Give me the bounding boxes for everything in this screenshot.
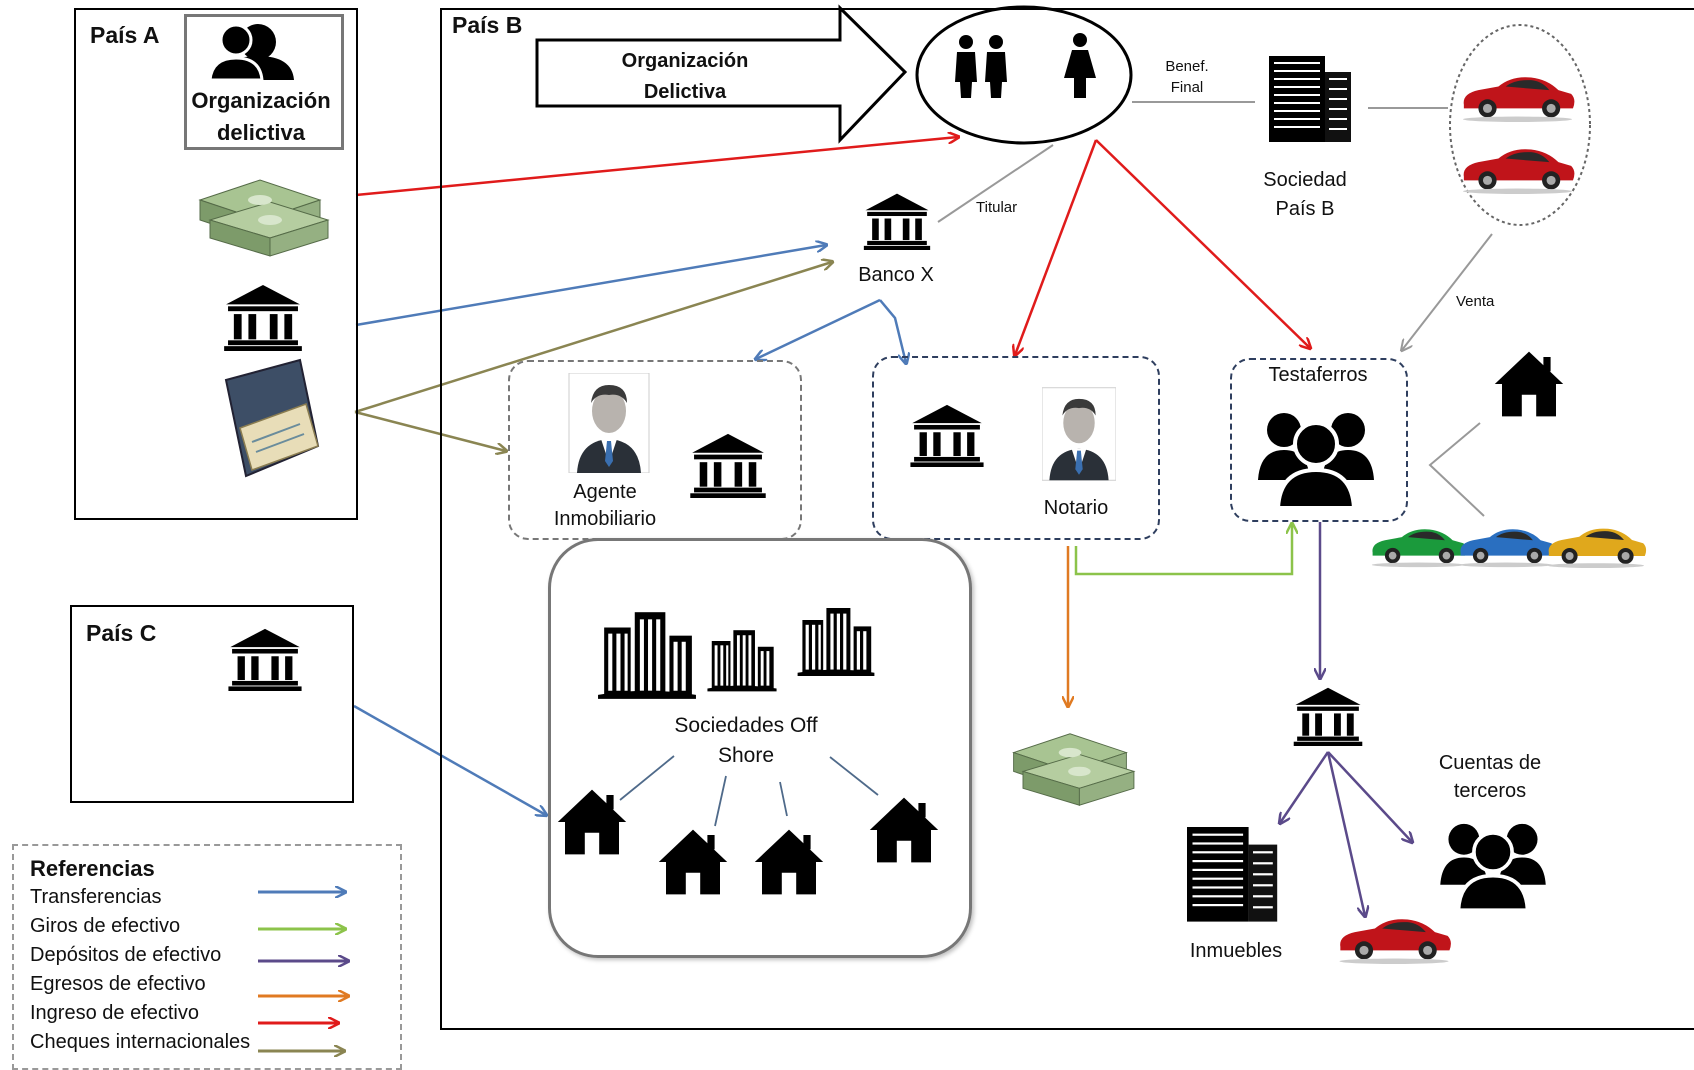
legend-title: Referencias	[30, 856, 155, 881]
legend-item-transferencias: Transferencias	[30, 886, 162, 908]
arrow-org-to-notario	[1015, 139, 1098, 355]
pais-c-label: País C	[86, 620, 157, 646]
line-offshore-2	[714, 775, 727, 827]
sociedad-label-2: País B	[1275, 198, 1335, 220]
line-offshore-4	[829, 756, 879, 796]
big-arrow-shape	[535, 4, 908, 144]
line-testaferros-to-assets	[1428, 422, 1485, 517]
legend-item-cheques: Cheques internacionales	[30, 1031, 251, 1053]
legend-arrows	[258, 892, 348, 1051]
arrow-banco-x-to-agente	[756, 298, 881, 359]
arrow-notario-to-testaferros	[1074, 524, 1292, 576]
sociedad-label-1: Sociedad	[1263, 169, 1347, 191]
arrow-cars-to-testaferros	[1402, 233, 1493, 350]
testaferros-label: Testaferros	[1268, 364, 1368, 386]
legend-item-ingreso: Ingreso de efectivo	[30, 1002, 199, 1024]
benef-label-2: Final	[1170, 79, 1204, 96]
pais-a-box	[74, 8, 358, 520]
pais-b-box	[440, 8, 1694, 1030]
arrow-bank-to-car	[1326, 751, 1365, 916]
big-arrow-line1: Organización	[621, 50, 749, 72]
checkbook-icon	[224, 358, 320, 478]
legend-item-egresos: Egresos de efectivo	[30, 973, 206, 995]
org-box-line2: delictiva	[216, 120, 306, 145]
notario-label: Notario	[1043, 497, 1109, 519]
cuentas-label-1: Cuentas de	[1438, 752, 1542, 774]
arrow-bank-to-cuentas	[1327, 751, 1412, 842]
venta-label: Venta	[1456, 293, 1495, 310]
notario-group	[872, 356, 1160, 540]
arrow-bank-to-inmuebles	[1280, 751, 1330, 823]
arrow-money-to-org	[355, 137, 958, 197]
titular-label: Titular	[976, 199, 1018, 216]
woman-icon	[1064, 33, 1096, 98]
arrow-org-to-testaferros	[1095, 139, 1310, 348]
men-icon	[955, 35, 1007, 98]
offshore-label-1: Sociedades Off	[674, 714, 818, 737]
agente-label-1: Agente	[573, 481, 637, 503]
line-offshore-1	[619, 755, 675, 801]
line-offshore-3	[779, 781, 788, 817]
pais-c-box	[70, 605, 354, 803]
agente-label-2: Inmobiliario	[553, 508, 657, 530]
arrow-banco-x-to-notario	[879, 299, 906, 363]
org-box-line1: Organización	[191, 88, 331, 113]
arrow-cheque-to-banco-x	[354, 262, 832, 414]
line-banco-x-to-org	[937, 144, 1054, 223]
arrow-pais-c-to-offshore	[353, 704, 546, 815]
pais-a-label: País A	[90, 22, 160, 48]
offshore-group	[548, 538, 972, 958]
testaferros-group	[1230, 358, 1408, 522]
people-icon	[208, 23, 294, 82]
big-arrow-line2: Delictiva	[643, 81, 727, 103]
arrow-bank-a-to-banco-x	[355, 245, 826, 327]
legend-item-depositos: Depósitos de efectivo	[30, 944, 222, 966]
pais-b-label: País B	[452, 12, 523, 38]
inmuebles-label: Inmuebles	[1189, 940, 1283, 962]
offshore-label-2: Shore	[717, 744, 775, 767]
cars-ellipse	[1449, 24, 1591, 226]
arrow-cheque-to-agente	[354, 410, 506, 451]
benef-label-1: Benef.	[1165, 58, 1209, 75]
cuentas-label-2: terceros	[1453, 780, 1527, 802]
banco-x-label: Banco X	[858, 264, 934, 286]
org-box	[184, 14, 344, 150]
legend-item-giros: Giros de efectivo	[30, 915, 181, 937]
